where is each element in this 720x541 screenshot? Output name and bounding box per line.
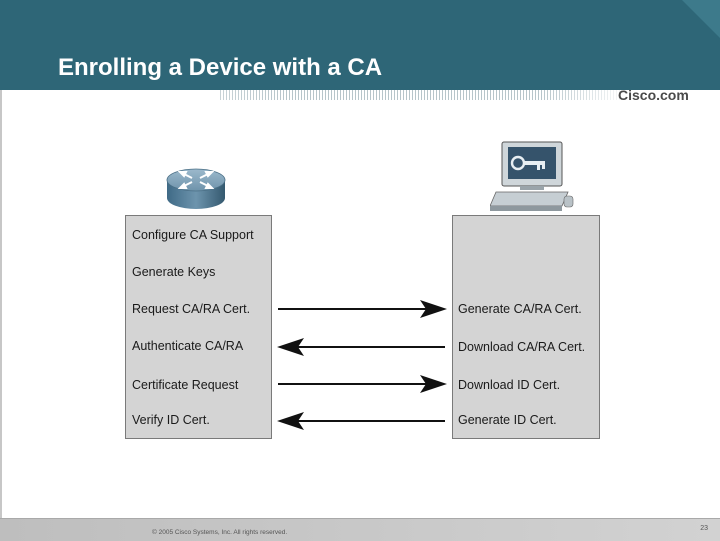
- header-corner-accent: [682, 0, 720, 38]
- ca-step-generate-id-cert: Generate ID Cert.: [458, 413, 557, 427]
- router-steps-panel: [125, 215, 272, 439]
- router-step-authenticate-ca-ra: Authenticate CA/RA: [132, 339, 244, 353]
- router-icon: [166, 168, 226, 209]
- slide-header: Enrolling a Device with a CA: [0, 0, 720, 90]
- arrow-generate-id-to-verify-id: [277, 412, 445, 430]
- slide-left-edge: [0, 90, 2, 518]
- router-step-request-ca-ra-cert: Request CA/RA Cert.: [132, 302, 251, 316]
- router-step-configure-ca-support: Configure CA Support: [132, 228, 254, 242]
- ca-server-icon: [490, 141, 574, 211]
- router-step-verify-id-cert: Verify ID Cert.: [132, 413, 210, 427]
- ca-step-download-id-cert: Download ID Cert.: [458, 378, 561, 392]
- copyright-text: © 2005 Cisco Systems, Inc. All rights re…: [152, 529, 288, 536]
- ca-step-generate-ca-ra-cert: Generate CA/RA Cert.: [458, 302, 582, 316]
- router-step-certificate-request: Certificate Request: [132, 378, 239, 392]
- arrow-request-to-generate-ca-ra: [278, 300, 447, 318]
- ca-steps-panel: [452, 215, 600, 439]
- slide-footer: [0, 518, 720, 541]
- brand-label: Cisco.com: [618, 87, 689, 103]
- slide-title: Enrolling a Device with a CA: [58, 54, 383, 81]
- ca-step-download-ca-ra-cert: Download CA/RA Cert.: [458, 340, 586, 354]
- arrow-download-ca-ra-to-authenticate: [277, 338, 445, 356]
- router-step-generate-keys: Generate Keys: [132, 265, 216, 279]
- header-rule-fade: [0, 90, 720, 100]
- arrow-certificate-request-to-download-id: [278, 375, 447, 393]
- page-number: 23: [700, 525, 708, 532]
